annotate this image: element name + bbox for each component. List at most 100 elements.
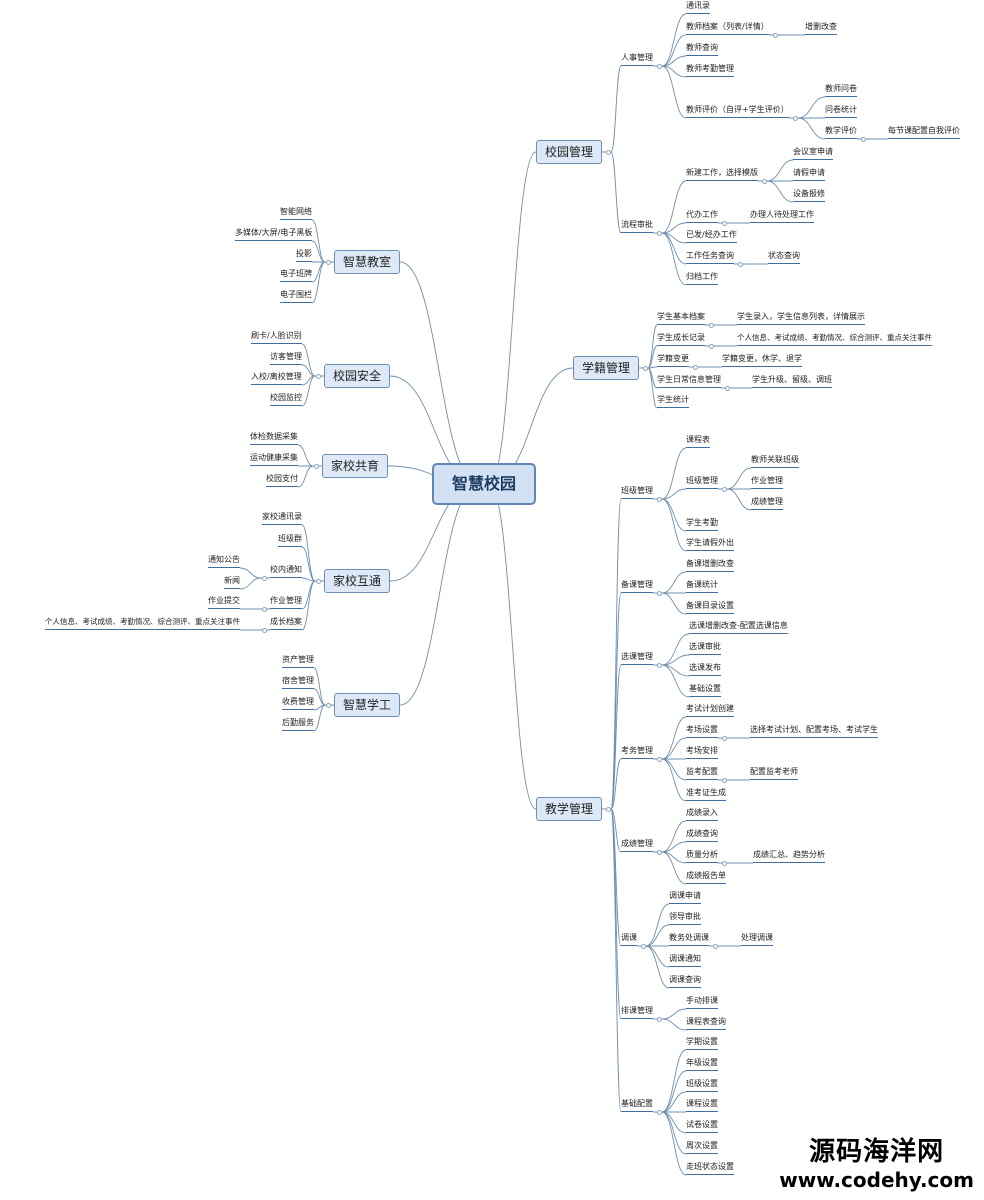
topic-node-right-d2[interactable]: 选课发布 (689, 664, 721, 676)
topic-node-right-d2[interactable]: 调课通知 (669, 955, 701, 967)
main-topic-right[interactable]: 学籍管理 (573, 356, 640, 380)
topic-node-left-d1[interactable]: 资产管理 (282, 656, 314, 668)
collapse-toggle-icon[interactable] (261, 627, 267, 633)
topic-node-right-d2[interactable]: 监考配置 (686, 768, 718, 780)
topic-node-right-d1[interactable]: 学生日常信息管理 (657, 376, 721, 388)
collapse-toggle-icon[interactable] (792, 115, 798, 121)
collapse-toggle-icon[interactable] (656, 496, 662, 502)
topic-node-right-d2[interactable]: 新建工作，选择模版 (686, 169, 758, 181)
topic-node-left-d1[interactable]: 宿舍管理 (282, 677, 314, 689)
topic-node-left-d1[interactable]: 收费管理 (282, 698, 314, 710)
collapse-toggle-icon[interactable] (313, 463, 319, 469)
topic-node-left-d1[interactable]: 运动健康采集 (250, 454, 298, 466)
collapse-toggle-icon[interactable] (721, 777, 727, 783)
collapse-toggle-icon[interactable] (708, 322, 714, 328)
topic-node-right-d3[interactable]: 配置监考老师 (750, 768, 798, 780)
topic-node-right-d2[interactable]: 教务处调课 (669, 934, 709, 946)
main-topic-right[interactable]: 教学管理 (536, 797, 603, 821)
topic-node-right-d2[interactable]: 工作任务查询 (686, 252, 734, 264)
collapse-toggle-icon[interactable] (721, 860, 727, 866)
topic-node-right-d2[interactable]: 成绩录入 (686, 809, 718, 821)
topic-node-left-d1[interactable]: 家校通讯录 (262, 513, 302, 525)
main-topic-left[interactable]: 智慧学工 (334, 693, 401, 717)
topic-node-right-d2[interactable]: 已发/经办工作 (686, 231, 737, 243)
topic-node-right-d3[interactable]: 教学评价 (825, 127, 857, 139)
topic-node-right-d2[interactable]: 选课增删改查-配置选课信息 (689, 622, 788, 634)
topic-node-right-d1[interactable]: 班级管理 (621, 487, 653, 499)
topic-node-right-d2[interactable]: 成绩查询 (686, 830, 718, 842)
topic-node-right-d2[interactable]: 班级设置 (686, 1080, 718, 1092)
topic-node-right-d2[interactable]: 质量分析 (686, 851, 718, 863)
topic-node-right-d3[interactable]: 选择考试计划、配置考场、考试学生 (750, 726, 878, 738)
topic-node-right-d1[interactable]: 成绩管理 (621, 840, 653, 852)
topic-node-right-d2[interactable]: 备课目录设置 (686, 602, 734, 614)
topic-node-right-d2[interactable]: 领导审批 (669, 913, 701, 925)
topic-node-right-d1[interactable]: 基础配置 (621, 1100, 653, 1112)
topic-node-right-d2[interactable]: 试卷设置 (686, 1121, 718, 1133)
topic-node-right-d2[interactable]: 准考证生成 (686, 789, 726, 801)
topic-node-right-d2[interactable]: 课程设置 (686, 1100, 718, 1112)
topic-node-right-d3[interactable]: 状态查询 (768, 252, 800, 264)
topic-node-right-d2[interactable]: 调课查询 (669, 976, 701, 988)
collapse-toggle-icon[interactable] (325, 702, 331, 708)
topic-node-right-d2[interactable]: 学籍变更，休学、退学 (722, 355, 802, 367)
topic-node-right-d3[interactable]: 作业管理 (751, 477, 783, 489)
topic-node-right-d2[interactable]: 学生考勤 (686, 519, 718, 531)
topic-node-right-d2[interactable]: 手动排课 (686, 997, 718, 1009)
topic-node-right-d1[interactable]: 学生成长记录 (657, 334, 705, 346)
topic-node-right-d3[interactable]: 请假申请 (793, 169, 825, 181)
topic-node-right-d2[interactable]: 课程表 (686, 436, 710, 448)
collapse-toggle-icon[interactable] (721, 735, 727, 741)
topic-node-right-d2[interactable]: 归档工作 (686, 273, 718, 285)
topic-node-left-d1[interactable]: 校内通知 (270, 566, 302, 578)
topic-node-right-d2[interactable]: 教师查询 (686, 44, 718, 56)
topic-node-left-d2[interactable]: 个人信息、考试成绩、考勤情况、综合测评、重点关注事件 (45, 618, 240, 630)
topic-node-right-d2[interactable]: 调课申请 (669, 892, 701, 904)
topic-node-left-d1[interactable]: 多媒体/大屏/电子黑板 (235, 229, 313, 241)
topic-node-right-d2[interactable]: 学期设置 (686, 1038, 718, 1050)
topic-node-right-d2[interactable]: 班级管理 (686, 477, 718, 489)
collapse-toggle-icon[interactable] (724, 385, 730, 391)
collapse-toggle-icon[interactable] (737, 261, 743, 267)
topic-node-right-d3[interactable]: 教师问卷 (825, 85, 857, 97)
collapse-toggle-icon[interactable] (692, 364, 698, 370)
topic-node-right-d2[interactable]: 基础设置 (689, 685, 721, 697)
topic-node-left-d1[interactable]: 投影 (296, 250, 312, 262)
topic-node-right-d2[interactable]: 教师考勤管理 (686, 65, 734, 77)
topic-node-left-d1[interactable]: 作业管理 (270, 597, 302, 609)
main-topic-left[interactable]: 家校互通 (324, 569, 391, 593)
topic-node-right-d2[interactable]: 课程表查询 (686, 1018, 726, 1030)
main-topic-right[interactable]: 校园管理 (536, 140, 603, 164)
collapse-toggle-icon[interactable] (656, 590, 662, 596)
topic-node-right-d3[interactable]: 处理调课 (741, 934, 773, 946)
topic-node-right-d2[interactable]: 教师评价（自评+学生评价） (686, 106, 789, 118)
collapse-toggle-icon[interactable] (656, 63, 662, 69)
topic-node-right-d3[interactable]: 会议室申请 (793, 148, 833, 160)
topic-node-right-d2[interactable]: 周次设置 (686, 1142, 718, 1154)
topic-node-left-d1[interactable]: 班级群 (278, 535, 302, 547)
topic-node-right-d1[interactable]: 流程审批 (621, 221, 653, 233)
topic-node-right-d1[interactable]: 选课管理 (621, 653, 653, 665)
collapse-toggle-icon[interactable] (642, 365, 648, 371)
topic-node-right-d3[interactable]: 成绩汇总、趋势分析 (753, 851, 825, 863)
collapse-toggle-icon[interactable] (325, 259, 331, 265)
topic-node-left-d1[interactable]: 体检数据采集 (250, 433, 298, 445)
collapse-toggle-icon[interactable] (315, 373, 321, 379)
topic-node-right-d3[interactable]: 设备报修 (793, 190, 825, 202)
topic-node-left-d1[interactable]: 成长档案 (270, 618, 302, 630)
collapse-toggle-icon[interactable] (772, 32, 778, 38)
collapse-toggle-icon[interactable] (708, 343, 714, 349)
topic-node-right-d2[interactable]: 备课统计 (686, 581, 718, 593)
topic-node-right-d1[interactable]: 备课管理 (621, 581, 653, 593)
topic-node-right-d2[interactable]: 个人信息、考试成绩、考勤情况、综合测评、重点关注事件 (737, 334, 932, 346)
main-topic-left[interactable]: 家校共育 (322, 454, 389, 478)
topic-node-right-d2[interactable]: 考试计划创建 (686, 705, 734, 717)
topic-node-left-d1[interactable]: 后勤服务 (282, 719, 314, 731)
topic-node-left-d1[interactable]: 刷卡/人脸识别 (251, 332, 302, 344)
central-topic[interactable]: 智慧校园 (432, 463, 537, 505)
topic-node-right-d2[interactable]: 学生升级、留级、调班 (752, 376, 832, 388)
topic-node-left-d1[interactable]: 校园支付 (266, 475, 298, 487)
collapse-toggle-icon[interactable] (761, 178, 767, 184)
topic-node-right-d3[interactable]: 增删改查 (805, 23, 837, 35)
topic-node-right-d2[interactable]: 学生录入，学生信息列表，详情展示 (737, 313, 865, 325)
